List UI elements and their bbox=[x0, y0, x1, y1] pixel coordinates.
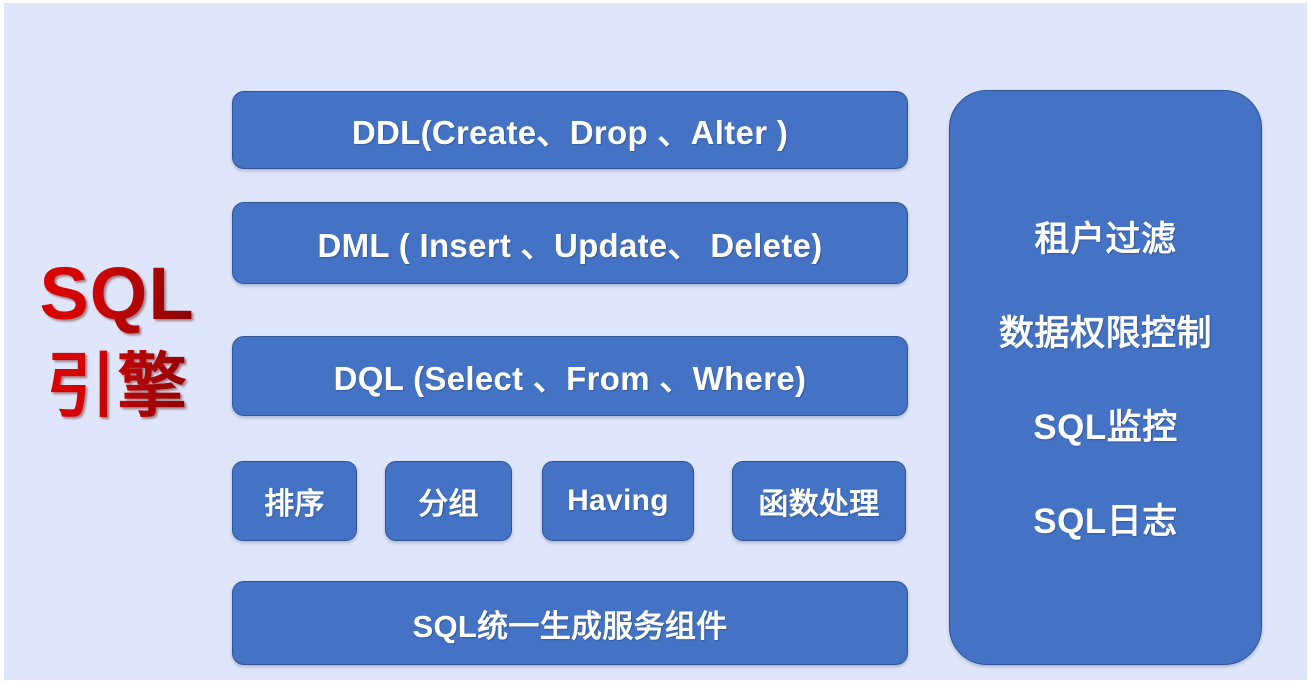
capability-item-sql-monitor: SQL监控 bbox=[1033, 408, 1178, 447]
sql-generation-service-box[interactable]: SQL统一生成服务组件 bbox=[232, 581, 908, 665]
clause-chip-label-function: 函数处理 bbox=[758, 488, 880, 521]
capability-item-tenant-filter: 租户过滤 bbox=[1034, 220, 1177, 259]
sql-engine-label-line1: SQL bbox=[22, 247, 212, 342]
clause-chip-label-having: Having bbox=[567, 484, 669, 517]
clause-chip-label-group-by: 分组 bbox=[418, 488, 479, 521]
slide-canvas: SQL 引擎 DDL(Create、Drop 、Alter ) DML ( In… bbox=[4, 3, 1307, 680]
sql-generation-service-label: SQL统一生成服务组件 bbox=[412, 608, 728, 644]
sql-layer-label-dml: DML ( Insert 、Update、 Delete) bbox=[317, 227, 823, 264]
clause-chip-order-by[interactable]: 排序 bbox=[232, 461, 357, 541]
clause-chip-group-by[interactable]: 分组 bbox=[385, 461, 512, 541]
sql-engine-label-line2: 引擎 bbox=[22, 342, 212, 432]
sql-layer-box-dml[interactable]: DML ( Insert 、Update、 Delete) bbox=[232, 202, 908, 284]
capability-panel[interactable]: 租户过滤 数据权限控制 SQL监控 SQL日志 bbox=[949, 90, 1262, 665]
sql-layer-box-ddl[interactable]: DDL(Create、Drop 、Alter ) bbox=[232, 91, 908, 169]
capability-item-data-permission: 数据权限控制 bbox=[998, 314, 1212, 353]
clause-chip-function[interactable]: 函数处理 bbox=[732, 461, 906, 541]
capability-item-sql-log: SQL日志 bbox=[1033, 502, 1178, 541]
clause-chip-having[interactable]: Having bbox=[542, 461, 694, 541]
sql-layer-label-ddl: DDL(Create、Drop 、Alter ) bbox=[351, 114, 789, 151]
clause-chip-label-order-by: 排序 bbox=[264, 488, 325, 521]
sql-layer-label-dql: DQL (Select 、From 、Where) bbox=[333, 360, 807, 397]
sql-engine-label: SQL 引擎 bbox=[22, 247, 212, 431]
sql-layer-box-dql[interactable]: DQL (Select 、From 、Where) bbox=[232, 336, 908, 416]
